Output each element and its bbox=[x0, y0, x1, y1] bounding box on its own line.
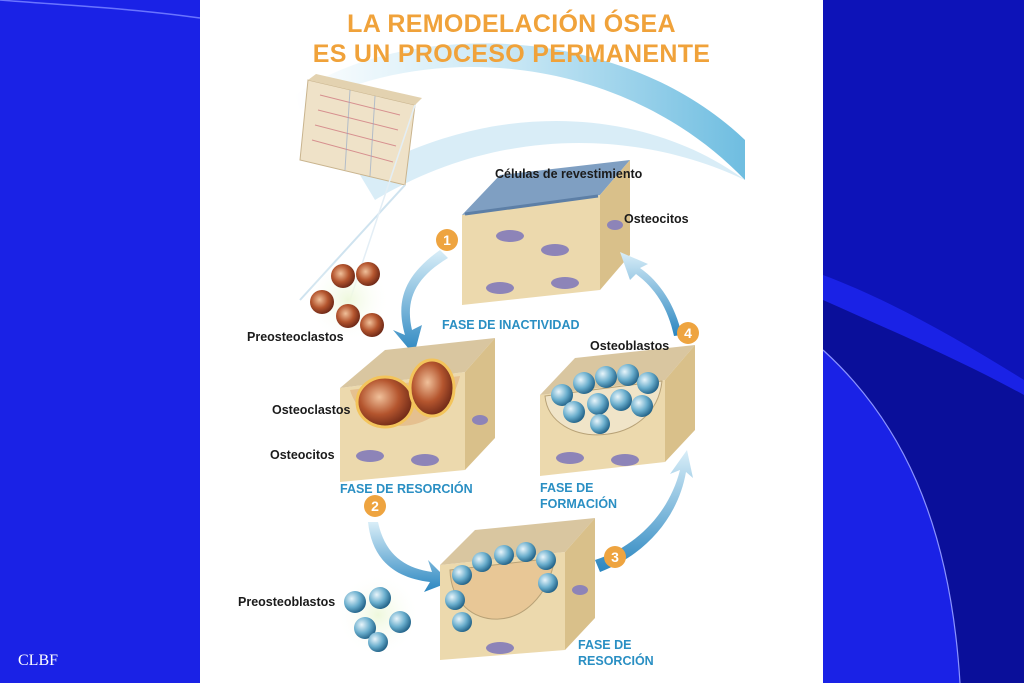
phase-formation-label-line-1: FASE DE bbox=[540, 481, 594, 495]
label-osteoclasts: Osteoclastos bbox=[272, 403, 351, 417]
poster-title-line-1: LA REMODELACIÓN ÓSEA bbox=[347, 10, 676, 38]
phase-resorption-label: FASE DE RESORCIÓN bbox=[340, 482, 473, 496]
preosteoclasts-bubble bbox=[306, 258, 390, 342]
label-lining-cells: Células de revestimiento bbox=[495, 167, 643, 181]
step-badge-1: 1 bbox=[436, 229, 458, 251]
phase-formation-label-line-2: FORMACIÓN bbox=[540, 497, 618, 511]
inactivity-block bbox=[462, 160, 630, 305]
formation-block bbox=[540, 345, 695, 476]
step-badge-3: 3 bbox=[604, 546, 626, 568]
phase-inactivity-label: FASE DE INACTIVIDAD bbox=[442, 318, 580, 332]
footer-tag: CLBF bbox=[18, 652, 59, 669]
poster-title-line-2: ES UN PROCESO PERMANENTE bbox=[312, 40, 711, 68]
second-resorption-block bbox=[440, 518, 595, 660]
phase-second-resorption-label-line-1: FASE DE bbox=[578, 638, 632, 652]
label-preosteoclasts: Preosteoclastos bbox=[247, 330, 344, 344]
remodeling-illustration bbox=[295, 43, 745, 660]
resorption-block bbox=[340, 338, 495, 482]
preosteoblasts-bubble bbox=[336, 573, 420, 657]
step-badge-2: 2 bbox=[364, 495, 386, 517]
label-osteoblasts: Osteoblastos bbox=[590, 339, 670, 353]
phase-second-resorption-label-line-2: RESORCIÓN bbox=[578, 654, 654, 668]
label-preosteoblasts: Preosteoblastos bbox=[238, 595, 336, 609]
label-osteocytes-left: Osteocitos bbox=[270, 448, 335, 462]
bone-remodeling-poster: LA REMODELACIÓN ÓSEA ES UN PROCESO PERMA… bbox=[200, 0, 823, 683]
label-osteocytes-top: Osteocitos bbox=[624, 212, 689, 226]
step-badge-4: 4 bbox=[677, 322, 699, 344]
